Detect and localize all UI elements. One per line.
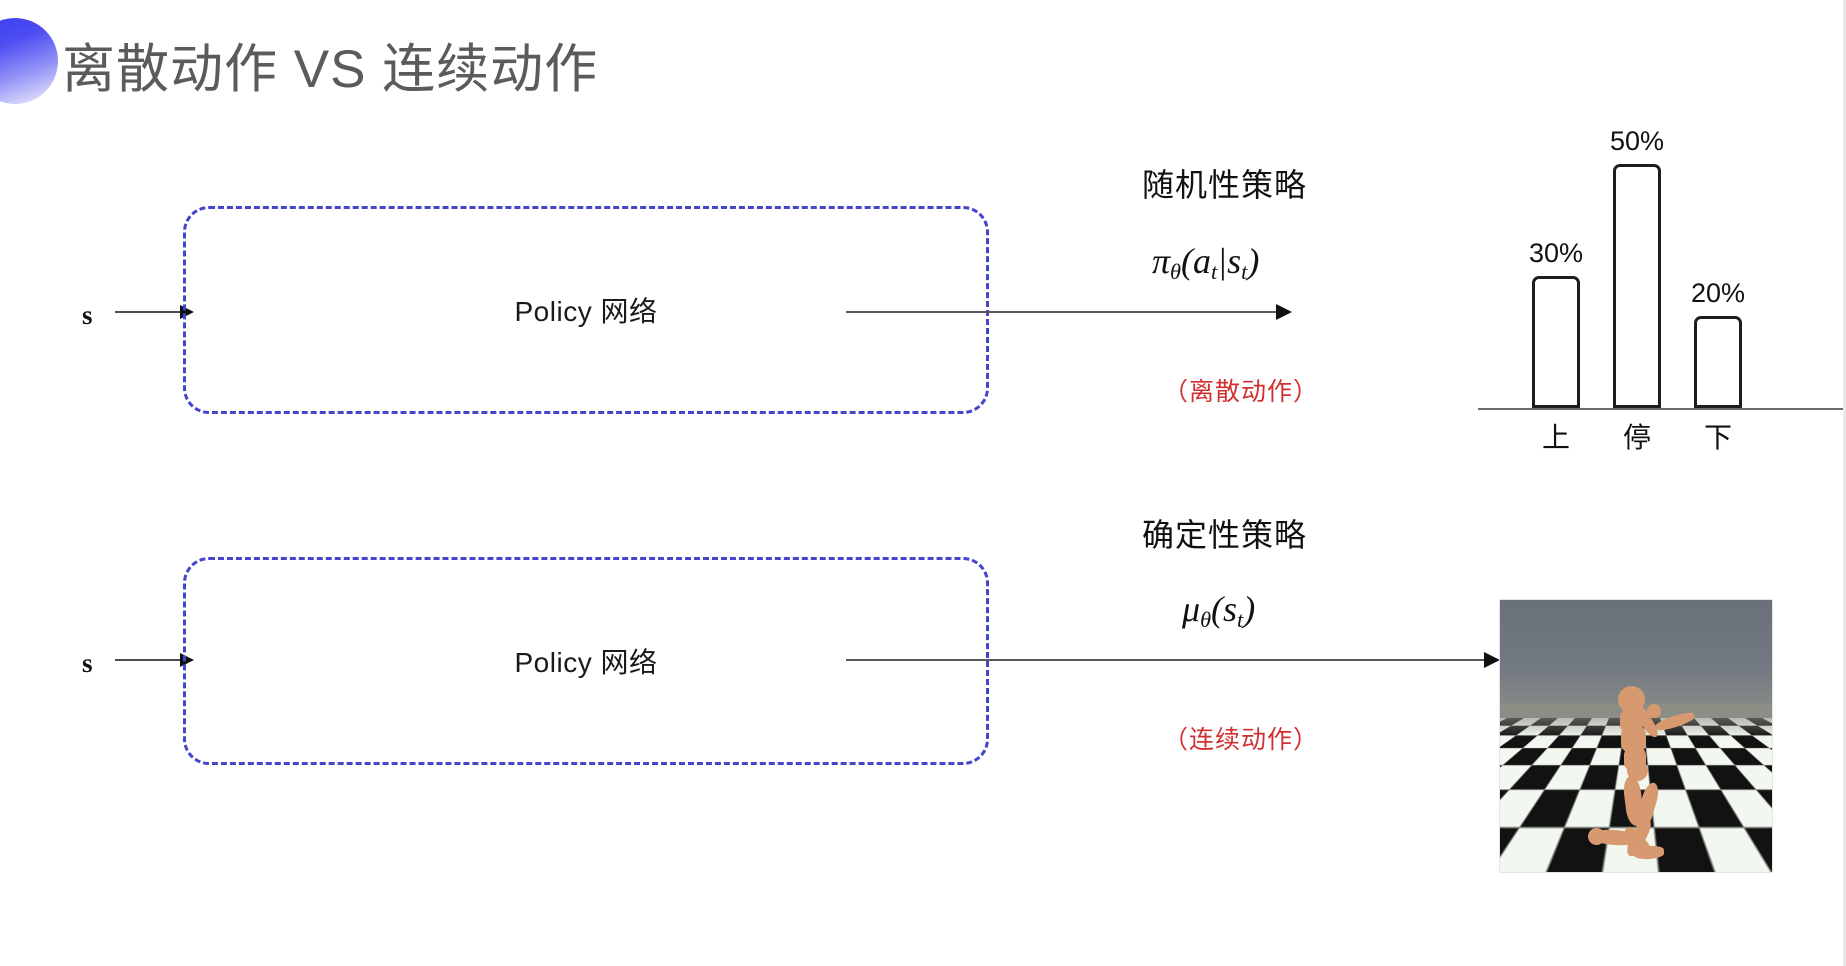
discrete-policy-type-label: 随机性策略: [1142, 167, 1308, 203]
formula-pi: π: [1152, 241, 1171, 281]
formula-close-paren-c: ): [1243, 589, 1256, 629]
continuous-action-row: s Policy 网络 确定性策略 μθ(st) （连续动作）: [0, 480, 1846, 966]
continuous-policy-network-label: Policy 网络: [514, 647, 658, 678]
category-label-up: 上: [1541, 422, 1570, 453]
formula-open-arg: (a: [1181, 241, 1212, 281]
bar-up: [1532, 276, 1580, 408]
formula-close-paren: ): [1247, 241, 1260, 281]
discrete-policy-network-box[interactable]: Policy 网络: [183, 206, 989, 414]
continuous-policy-type-label: 确定性策略: [1142, 517, 1308, 553]
formula-mu: μ: [1182, 589, 1201, 629]
bar-value-down: 20%: [1690, 278, 1746, 308]
continuous-input-arrow-icon: [115, 653, 194, 667]
slide-right-edge-line: [1843, 0, 1846, 966]
humanoid-toe-left: [1588, 828, 1605, 845]
humanoid-hand-right: [1647, 704, 1661, 718]
discrete-input-state-label: s: [82, 300, 93, 330]
formula-subscript-t2: t: [1241, 259, 1248, 285]
bar-down: [1694, 316, 1742, 408]
humanoid-simulation-image: [1500, 600, 1772, 872]
discrete-policy-network-label: Policy 网络: [514, 296, 658, 327]
continuous-action-note: （连续动作）: [1163, 726, 1320, 754]
page-title: 离散动作 VS 连续动作: [62, 40, 599, 99]
formula-subscript-t1: t: [1211, 259, 1218, 285]
discrete-output-arrow-icon: [846, 304, 1292, 320]
chart-baseline-axis: [1478, 408, 1846, 410]
continuous-policy-formula: μθ(st): [1182, 588, 1255, 633]
bar-stop: [1613, 164, 1661, 408]
formula-subscript-tc: t: [1237, 607, 1244, 633]
formula-theta-c: θ: [1200, 607, 1212, 633]
continuous-output-arrow-icon: [846, 652, 1500, 668]
continuous-policy-network-box[interactable]: Policy 网络: [183, 557, 989, 765]
category-label-down: 下: [1703, 422, 1732, 453]
formula-given: |s: [1217, 241, 1242, 281]
discrete-policy-formula: πθ(at|st): [1152, 240, 1259, 285]
discrete-action-probability-chart: 30% 上 50% 停 20% 下: [1478, 110, 1846, 453]
formula-theta: θ: [1170, 259, 1182, 285]
category-label-stop: 停: [1622, 422, 1651, 453]
formula-open-arg-c: (s: [1211, 589, 1238, 629]
continuous-input-state-label: s: [82, 648, 93, 678]
discrete-action-row: s Policy 网络 随机性策略 πθ(at|st) （离散动作） 30% 上…: [0, 0, 1846, 480]
bar-value-up: 30%: [1528, 238, 1584, 268]
discrete-action-note: （离散动作）: [1163, 378, 1320, 406]
discrete-input-arrow-icon: [115, 305, 194, 319]
bar-value-stop: 50%: [1609, 126, 1665, 156]
